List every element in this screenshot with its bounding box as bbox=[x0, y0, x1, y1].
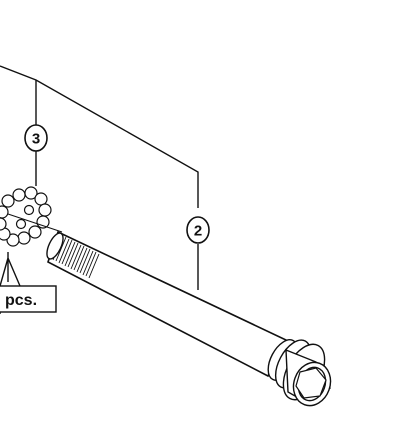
ball-bearings bbox=[0, 186, 52, 247]
bearing-axis-line bbox=[7, 213, 63, 233]
axle-end-assembly bbox=[267, 339, 332, 407]
axle bbox=[46, 230, 332, 407]
pcs-label: pcs. bbox=[0, 285, 57, 313]
svg-text:3: 3 bbox=[32, 131, 40, 148]
leader-lines bbox=[0, 65, 199, 314]
leader-pcs-bracket bbox=[0, 252, 21, 287]
leader-top-left bbox=[0, 65, 199, 208]
svg-text:pcs.: pcs. bbox=[5, 292, 37, 309]
axle-shaft bbox=[47, 230, 288, 378]
axle-tip bbox=[46, 232, 64, 260]
svg-text:2: 2 bbox=[194, 223, 202, 240]
callout-2: 2 bbox=[186, 216, 210, 244]
callout-3: 3 bbox=[24, 124, 48, 152]
